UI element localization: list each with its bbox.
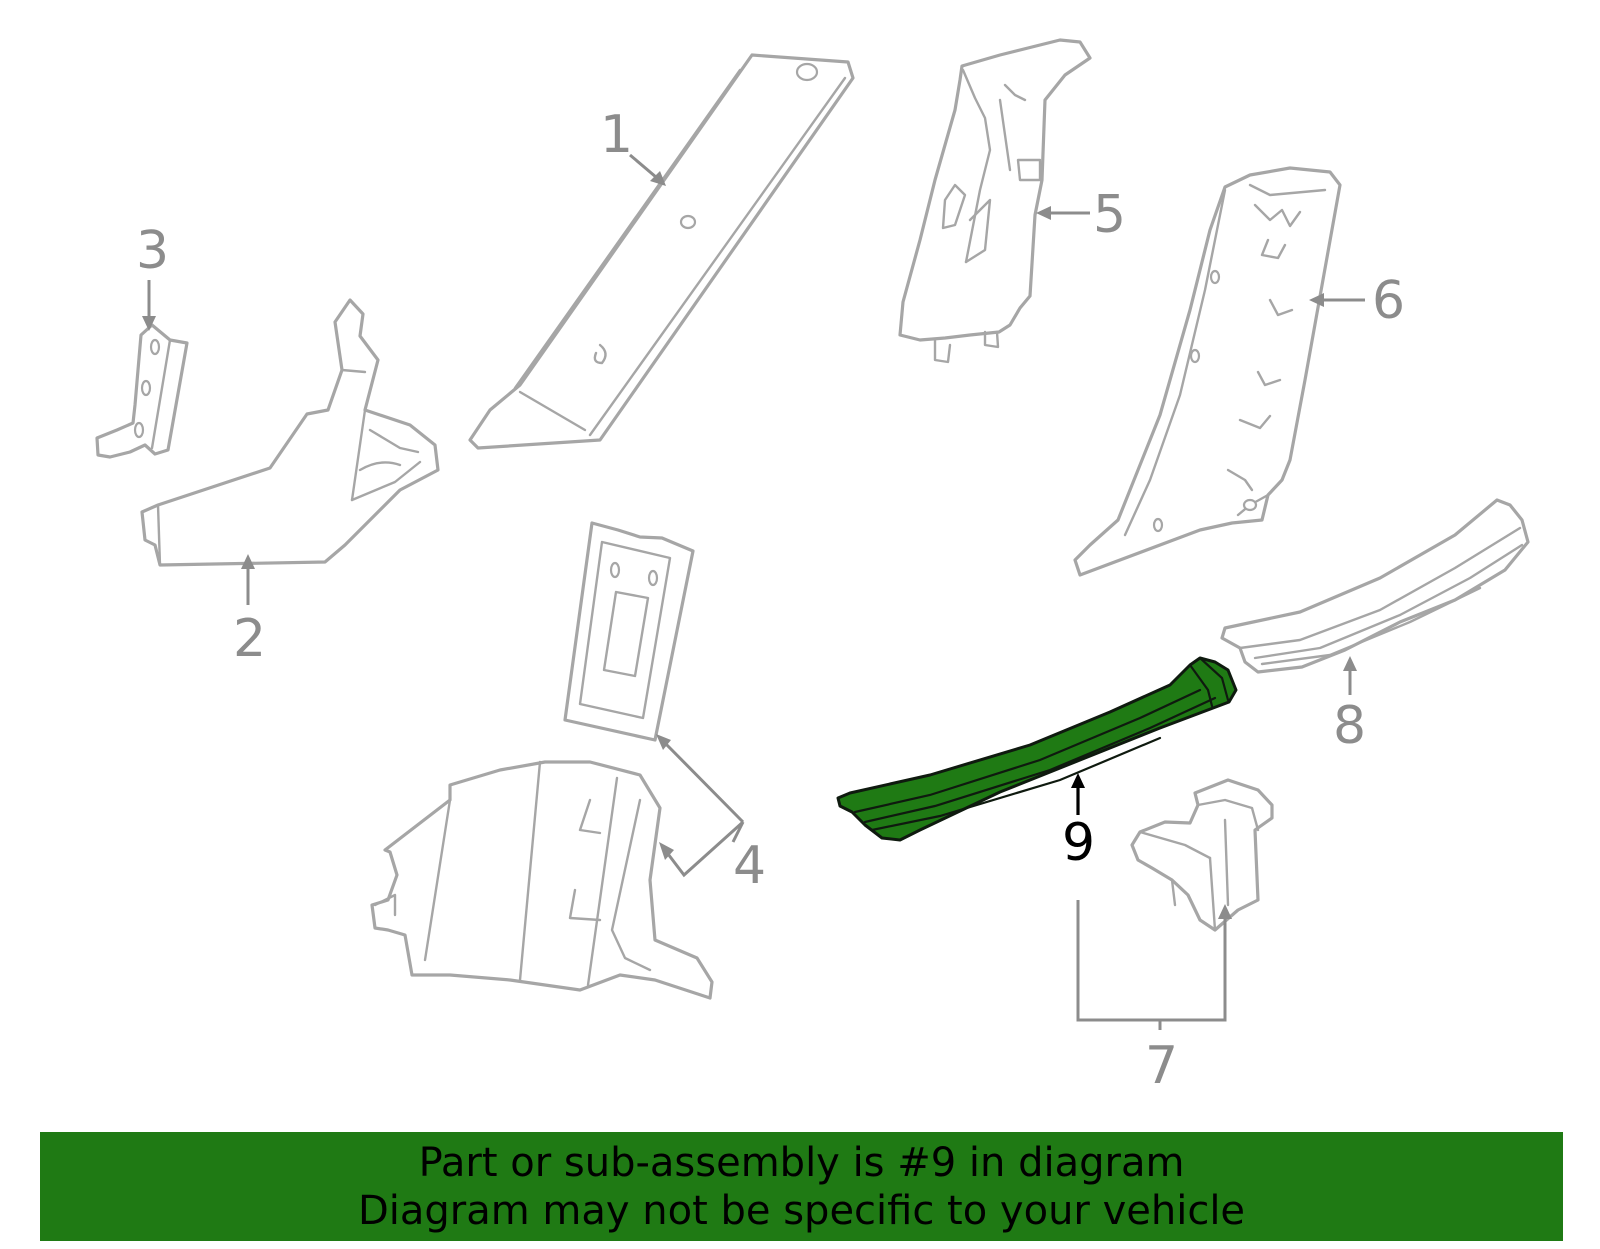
part-2-lower-trim-panel[interactable] bbox=[140, 298, 440, 567]
part-9-front-sill-plate[interactable] bbox=[836, 656, 1238, 842]
callout-4: 4 bbox=[733, 836, 766, 896]
callout-8: 8 bbox=[1333, 696, 1366, 756]
banner-line-disclaimer: Diagram may not be specific to your vehi… bbox=[357, 1187, 1246, 1234]
callout-5: 5 bbox=[1093, 185, 1126, 245]
part-1-pillar-trim[interactable] bbox=[468, 53, 855, 450]
parts-diagram: 1 2 3 4 5 6 7 8 9 bbox=[95, 38, 1530, 1096]
callout-1: 1 bbox=[600, 105, 633, 165]
callout-3: 3 bbox=[136, 221, 169, 281]
highlight-leader bbox=[1071, 773, 1085, 815]
leader-lines bbox=[142, 153, 1365, 1030]
part-5-upper-trim[interactable] bbox=[898, 38, 1092, 364]
info-banner: Part or sub-assembly is #9 in diagram Di… bbox=[40, 1132, 1563, 1241]
part-4-pillar-lower-trim[interactable] bbox=[370, 521, 714, 1000]
callout-6: 6 bbox=[1372, 271, 1405, 331]
part-6-pillar-upper-trim[interactable] bbox=[1073, 166, 1342, 577]
part-7-retainer-clip[interactable] bbox=[1130, 778, 1274, 932]
part-8-rear-sill-plate[interactable] bbox=[1220, 498, 1530, 674]
callout-labels: 1 2 3 4 5 6 7 8 9 bbox=[136, 105, 1405, 1096]
banner-line-part: Part or sub-assembly is #9 in diagram bbox=[418, 1139, 1185, 1186]
callout-2: 2 bbox=[233, 609, 266, 669]
part-3-bracket[interactable] bbox=[95, 323, 189, 459]
callout-7: 7 bbox=[1145, 1036, 1178, 1096]
callout-9: 9 bbox=[1062, 813, 1095, 873]
